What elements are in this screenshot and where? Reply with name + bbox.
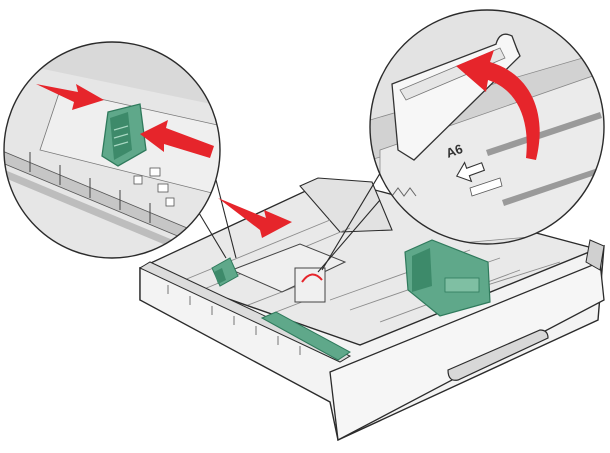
callout-width-guide bbox=[101, 103, 147, 167]
right-zoom-callout: A6 bbox=[369, 9, 605, 245]
paper-size-mark: A6 bbox=[444, 141, 465, 161]
paper-lift-plate bbox=[230, 243, 347, 293]
tray-rail-notches bbox=[167, 285, 301, 355]
arrow-right-icon bbox=[218, 198, 292, 238]
length-guide-tab[interactable] bbox=[294, 267, 326, 303]
left-zoom-callout bbox=[3, 41, 221, 259]
callout-connectors bbox=[195, 159, 389, 273]
width-guide-left[interactable] bbox=[211, 257, 239, 287]
outline-arrow-icon bbox=[455, 161, 486, 183]
tray-handle-slot[interactable] bbox=[447, 329, 549, 381]
arrow-right-icon bbox=[36, 84, 104, 110]
length-guide-bar[interactable] bbox=[260, 311, 351, 361]
tray-front-face bbox=[329, 261, 605, 442]
tray-right-wall bbox=[585, 239, 605, 271]
arrow-left-icon bbox=[140, 120, 214, 158]
pointer-arrow-main bbox=[218, 198, 292, 238]
curved-arrow-icon bbox=[456, 50, 540, 160]
width-guide-right[interactable] bbox=[404, 239, 491, 317]
